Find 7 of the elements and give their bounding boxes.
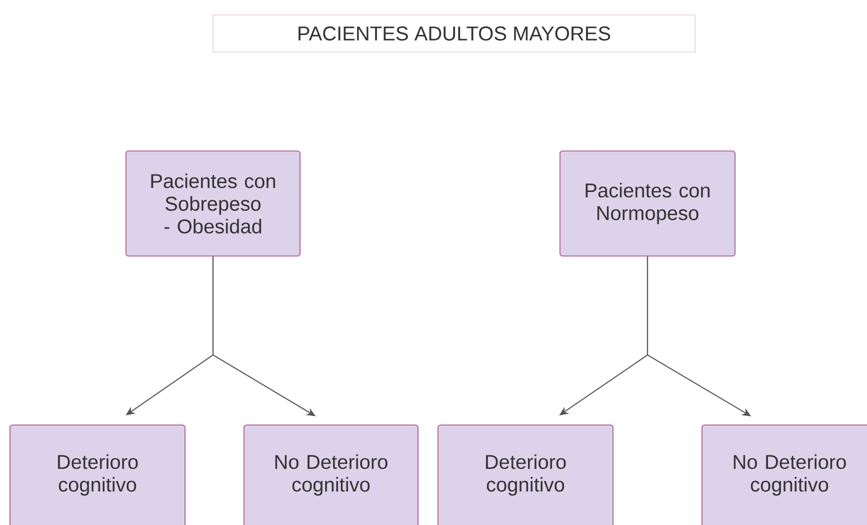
process-box: No Deterioro cognitivo [701, 424, 867, 525]
process-box: Pacientes con Sobrepeso - Obesidad [125, 150, 301, 257]
process-box: No Deterioro cognitivo [243, 424, 419, 525]
titlebox: PACIENTES ADULTOS MAYORES [212, 14, 696, 53]
process-box: Deterioro cognitivo [437, 424, 614, 525]
process-box: Pacientes con Normopeso [559, 150, 736, 257]
process-box: Deterioro cognitivo [9, 424, 186, 525]
